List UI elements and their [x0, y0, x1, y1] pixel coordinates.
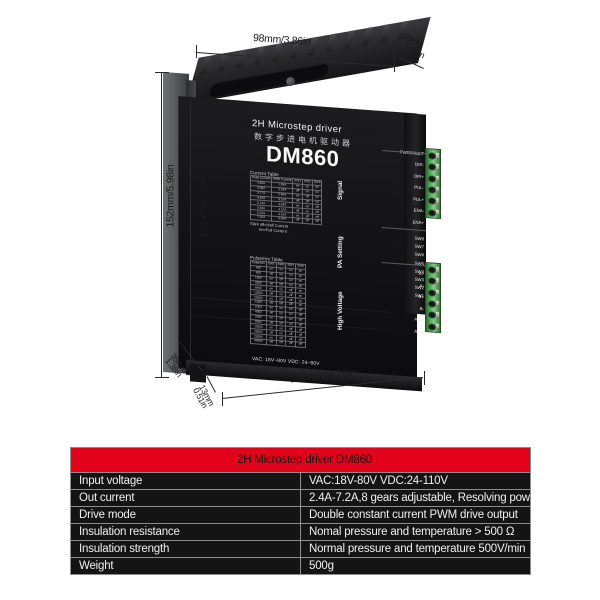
terminal-hole	[428, 152, 436, 160]
spec-row-label: Insulation resistance	[70, 523, 301, 541]
mini-table-cell: off	[266, 339, 277, 346]
mini-table-cell: 5.09A	[271, 216, 293, 223]
mini-table-cell: 40000	[250, 338, 267, 345]
terminal-screw	[436, 197, 439, 203]
terminal-screw	[436, 311, 439, 317]
connector-group-pa-setting: PA Setting	[337, 236, 344, 268]
terminal-screw	[436, 266, 439, 272]
mini-table-cell: off	[285, 341, 296, 347]
terminal-hole	[428, 288, 436, 297]
spec-row-value: Nomal pressure and temperature > 500 Ω	[300, 523, 531, 541]
terminal-hole	[428, 208, 436, 217]
terminal-screw	[436, 323, 439, 328]
terminal-hole	[428, 186, 436, 194]
top-screw	[286, 77, 295, 86]
terminal-screw	[436, 152, 439, 158]
spec-row-value: 2.4A-7.2A,8 gears adjustable, Resolving …	[300, 489, 531, 507]
faceplate-model: DM860	[266, 141, 340, 172]
mini-table-cell: off	[292, 217, 303, 224]
terminal-hole	[428, 300, 436, 308]
terminal-hole	[428, 163, 436, 172]
dimension-height-body: 132mm/5.20in	[197, 174, 210, 238]
terminal-screw	[436, 186, 439, 192]
terminal-block-signal	[425, 148, 441, 219]
terminal-block-high-voltage	[425, 262, 441, 333]
spec-row-value: Double constant current PWM drive output	[300, 506, 531, 524]
spec-row-label: Insulation strength	[70, 540, 301, 558]
spec-row-value: Normal pressure and temperature 500V/min	[300, 540, 531, 558]
mini-table-cell: off	[312, 219, 322, 225]
terminal-screw	[436, 175, 439, 181]
spec-table-title: 2H Microstep driver DM860	[70, 447, 531, 473]
spec-row-label: Input voltage	[70, 472, 301, 490]
terminal-screw	[436, 300, 439, 306]
mini-table-cell: off	[276, 340, 286, 347]
terminal-hole	[428, 266, 436, 274]
connector-group-high-voltage: High Voltage	[337, 291, 344, 330]
spec-row-label: Drive mode	[70, 506, 301, 524]
mini-table-cell: off	[302, 218, 313, 224]
dimension-height-total: 152mm/5.98in	[164, 164, 177, 228]
terminal-hole	[428, 174, 436, 183]
terminal-screw	[436, 164, 439, 169]
terminal-hole	[428, 197, 436, 205]
spec-row-value: VAC:18V-80V VDC:24-110V	[300, 472, 531, 490]
mini-table-cell: off	[295, 341, 306, 348]
driver-illustration: 2H Microstep driver 数字步进电机驱动器 DM860 Curr…	[163, 16, 441, 392]
terminal-hole	[428, 322, 436, 331]
terminal-screw	[436, 209, 439, 214]
mini-table-cell: 7.20A	[250, 214, 272, 221]
spec-row-label: Weight	[70, 557, 301, 575]
connector-group-signal: Signal	[337, 180, 344, 200]
terminal-hole	[428, 277, 436, 286]
spec-row-value: 500g	[300, 557, 531, 575]
spec-table-header-row: 2H Microstep driver DM860	[70, 447, 531, 473]
terminal-screw	[436, 278, 439, 283]
terminal-screw	[436, 289, 439, 295]
terminal-hole	[428, 311, 436, 319]
product-photo: 2H Microstep driver 数字步进电机驱动器 DM860 Curr…	[155, 16, 441, 410]
spec-row-label: Out current	[70, 489, 301, 507]
